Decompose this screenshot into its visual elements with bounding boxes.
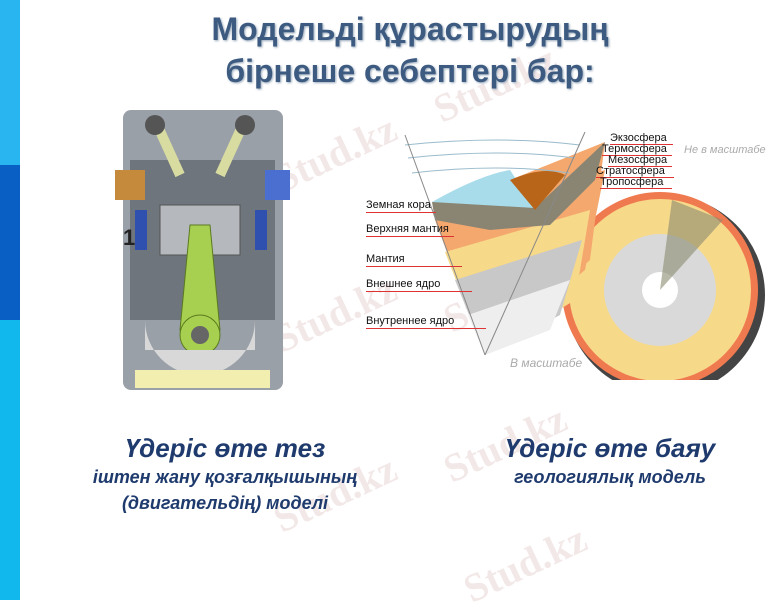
left-line-1: іштен жану қозғалқышының	[92, 467, 358, 487]
to-scale-label: В масштабе	[510, 356, 583, 370]
layer-label: Верхняя мантия	[366, 223, 454, 237]
side-bar-bottom	[0, 320, 20, 600]
atmosphere-label: Экзосфера	[610, 133, 673, 145]
atmosphere-label: Тропосфера	[600, 177, 672, 189]
side-bar-top	[0, 0, 20, 165]
atmosphere-label: Стратосфера	[596, 166, 674, 178]
engine-illustration: 1	[115, 110, 290, 390]
layer-label: Земная кора	[366, 199, 436, 213]
atmosphere-labels: Экзосфера Термосфера Мезосфера Стратосфе…	[570, 133, 675, 189]
atmosphere-label: Термосфера	[602, 144, 672, 156]
right-caption: Үдеріс өте баяу геологиялық модель	[460, 432, 760, 490]
right-heading: Үдеріс өте баяу	[504, 433, 716, 463]
atmosphere-label: Мезосфера	[608, 155, 672, 167]
right-line-1: геологиялық модель	[514, 467, 706, 487]
slide-title: Модельді құрастырудың бірнеше себептері …	[150, 8, 670, 92]
title-line-2: бірнеше себептері бар:	[225, 53, 595, 89]
not-to-scale-label: Не в масштабе	[684, 144, 766, 156]
layer-label: Внешнее ядро	[366, 278, 472, 292]
left-line-2: (двигательдің) моделі	[121, 493, 329, 513]
layer-label: Мантия	[366, 253, 462, 267]
watermark: Stud.kz	[456, 515, 594, 612]
title-line-1: Модельді құрастырудың	[211, 11, 609, 47]
side-bar-middle	[0, 165, 20, 320]
earth-layers-diagram	[404, 131, 765, 380]
engine-number: 1	[123, 225, 135, 250]
layer-label: Внутреннее ядро	[366, 315, 486, 329]
left-caption: Үдеріс өте тез іштен жану қозғалқышының …	[40, 432, 410, 516]
left-heading: Үдеріс өте тез	[124, 433, 326, 463]
